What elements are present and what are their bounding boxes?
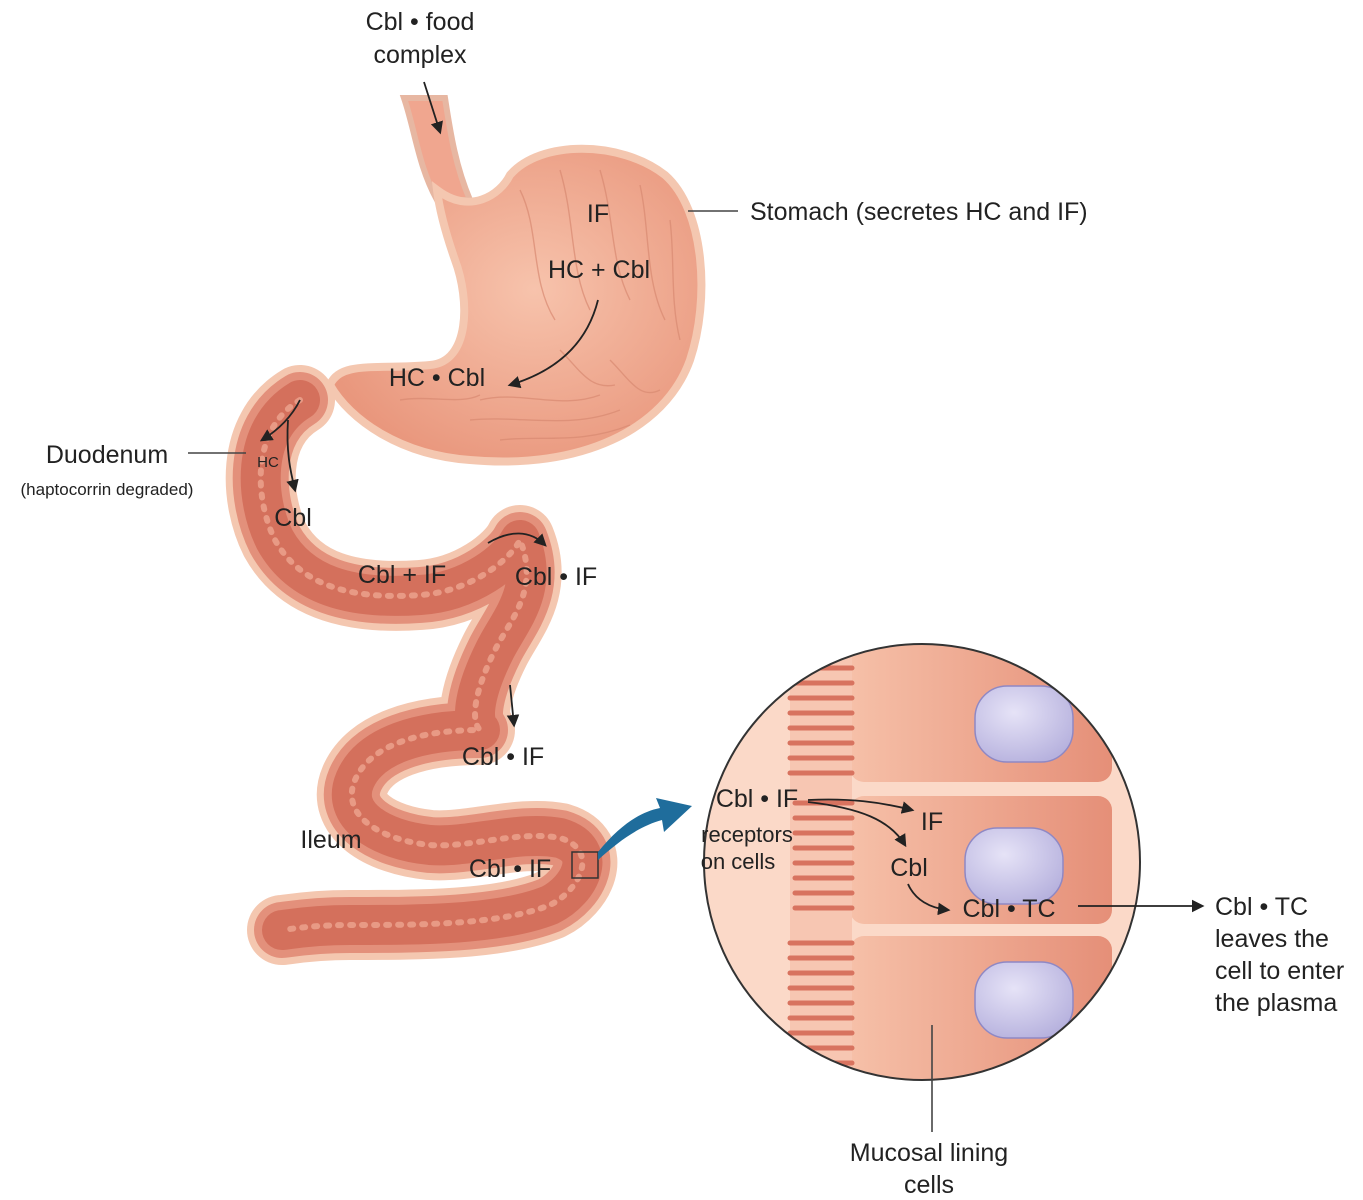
nucleus-top bbox=[974, 685, 1074, 763]
jejunum-cbl-if-label: Cbl • IF bbox=[515, 563, 597, 591]
exit-label-1: Cbl • TC bbox=[1215, 893, 1308, 921]
jejunum-cbl-plus-if-label: Cbl + IF bbox=[358, 561, 446, 589]
gut-illustration bbox=[225, 95, 706, 965]
zoom-circle bbox=[703, 643, 1141, 1081]
ileum-cbl-if-label: Cbl • IF bbox=[469, 855, 551, 883]
cell-receptors-label-1: receptors bbox=[701, 822, 793, 847]
cell-cbl-if-label: Cbl • IF bbox=[716, 785, 798, 813]
cell-if-label: IF bbox=[921, 808, 943, 836]
mucosal-label-1: Mucosal lining bbox=[850, 1139, 1008, 1167]
duodenum-cbl-label: Cbl bbox=[274, 504, 312, 532]
loop-cbl-if-label: Cbl • IF bbox=[462, 743, 544, 771]
exit-label-3: cell to enter bbox=[1215, 957, 1344, 985]
cell-arrows bbox=[807, 798, 1205, 916]
callout-lines bbox=[188, 210, 738, 454]
duodenum-label: Duodenum bbox=[46, 441, 168, 469]
stomach bbox=[325, 144, 706, 466]
exit-label-2: leaves the bbox=[1215, 925, 1329, 953]
ileum-label: Ileum bbox=[300, 826, 361, 854]
esophagus bbox=[399, 95, 475, 203]
stomach-callout-label: Stomach (secretes HC and IF) bbox=[750, 198, 1088, 226]
labels: Cbl • food complex Stomach (secretes HC … bbox=[21, 8, 1345, 1199]
food-arrow bbox=[423, 81, 443, 135]
jejunum-arrow bbox=[487, 532, 547, 547]
duodenum-arrow-hc bbox=[259, 399, 301, 442]
stomach-hc-plus-cbl-label: HC + Cbl bbox=[548, 256, 650, 284]
arrow-to-cbl-tc bbox=[907, 883, 951, 916]
gut-arrows bbox=[259, 81, 599, 728]
arrow-to-if bbox=[807, 798, 915, 814]
duodenum-arrow-cbl bbox=[286, 419, 299, 493]
ileum-sample-box bbox=[571, 851, 599, 879]
food-complex-label-1: Cbl • food bbox=[366, 8, 475, 36]
nucleus-bottom bbox=[974, 961, 1074, 1039]
cell-cbl-label: Cbl bbox=[890, 854, 928, 882]
cell-receptors-label-2: on cells bbox=[701, 849, 776, 874]
arrow-to-cbl bbox=[807, 801, 907, 848]
duodenum-hc-label: HC bbox=[257, 454, 279, 471]
stomach-arrow bbox=[507, 299, 599, 389]
mucosal-label-2: cells bbox=[904, 1171, 954, 1199]
cell-cbl-tc-label: Cbl • TC bbox=[962, 895, 1055, 923]
small-intestine-highlight bbox=[257, 397, 586, 933]
duodenum-note-label: (haptocorrin degraded) bbox=[21, 480, 194, 499]
stomach-hc-cbl-label: HC • Cbl bbox=[389, 364, 485, 392]
exit-label-4: the plasma bbox=[1215, 989, 1337, 1017]
food-complex-label-2: complex bbox=[373, 41, 467, 69]
microvilli bbox=[787, 665, 855, 1066]
nucleus-middle bbox=[964, 827, 1064, 905]
loop-arrow bbox=[506, 684, 520, 728]
zoom-arrow bbox=[598, 798, 692, 860]
stomach-if-label: IF bbox=[587, 200, 609, 228]
